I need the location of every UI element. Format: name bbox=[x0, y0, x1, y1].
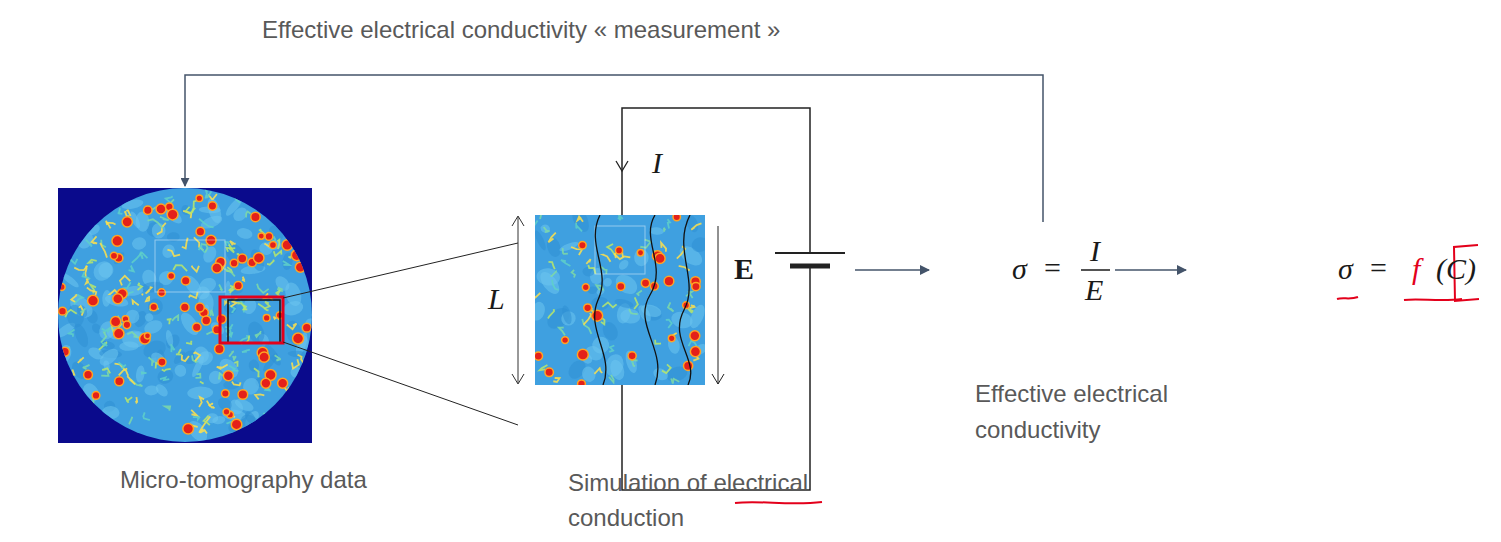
battery-symbol bbox=[790, 264, 830, 269]
field-arrow bbox=[718, 226, 719, 384]
battery-symbol bbox=[775, 252, 845, 254]
formula-denominator: E bbox=[1085, 275, 1103, 305]
dimension-line bbox=[518, 217, 519, 383]
formula-numerator: I bbox=[1090, 236, 1100, 266]
current-lines bbox=[595, 215, 691, 385]
zoom-frame bbox=[220, 297, 283, 343]
formula-symbol: = bbox=[1044, 253, 1061, 283]
zoom-line bbox=[283, 243, 518, 298]
current-arrow bbox=[616, 161, 628, 171]
handwritten-underline bbox=[1337, 297, 1358, 299]
zoom-line bbox=[283, 342, 518, 425]
formula-symbol: = bbox=[1370, 253, 1387, 283]
fraction-bar bbox=[1081, 269, 1110, 271]
formula-caption: Effective electrical conductivity bbox=[975, 376, 1225, 448]
simulation-image bbox=[535, 215, 705, 385]
faint-frame bbox=[155, 240, 225, 292]
tomography-panel: Micro-tomography data bbox=[58, 188, 312, 443]
formula-argument: (C) bbox=[1436, 254, 1476, 284]
current-symbol: I bbox=[652, 148, 662, 178]
image-background bbox=[58, 188, 312, 443]
simulation-panel: Simulation of electrical conduction bbox=[535, 215, 705, 385]
loop-label: Effective electrical conductivity « meas… bbox=[262, 16, 780, 45]
simulation-texture bbox=[535, 215, 705, 385]
zoom-frame bbox=[228, 300, 280, 343]
feedback-line bbox=[185, 75, 1043, 222]
function-symbol: f bbox=[1412, 254, 1420, 284]
flow-arrow bbox=[855, 269, 929, 271]
faint-frame bbox=[595, 226, 645, 274]
formula-symbol: σ bbox=[1012, 254, 1027, 284]
formula-symbol: σ bbox=[1338, 254, 1353, 284]
field-arrow bbox=[712, 374, 724, 384]
tomography-texture bbox=[54, 191, 316, 445]
circuit-wire bbox=[622, 108, 810, 490]
tomography-disc bbox=[58, 188, 312, 442]
flow-arrow bbox=[1115, 269, 1186, 271]
handwritten-underline bbox=[1404, 299, 1462, 300]
field-symbol: E bbox=[734, 254, 754, 284]
handwritten-underline bbox=[735, 502, 822, 503]
length-symbol: L bbox=[488, 284, 505, 314]
panel-caption: Simulation of electrical conduction bbox=[568, 466, 830, 536]
panel-caption: Micro-tomography data bbox=[120, 466, 367, 495]
dimension-arrows bbox=[512, 216, 524, 384]
